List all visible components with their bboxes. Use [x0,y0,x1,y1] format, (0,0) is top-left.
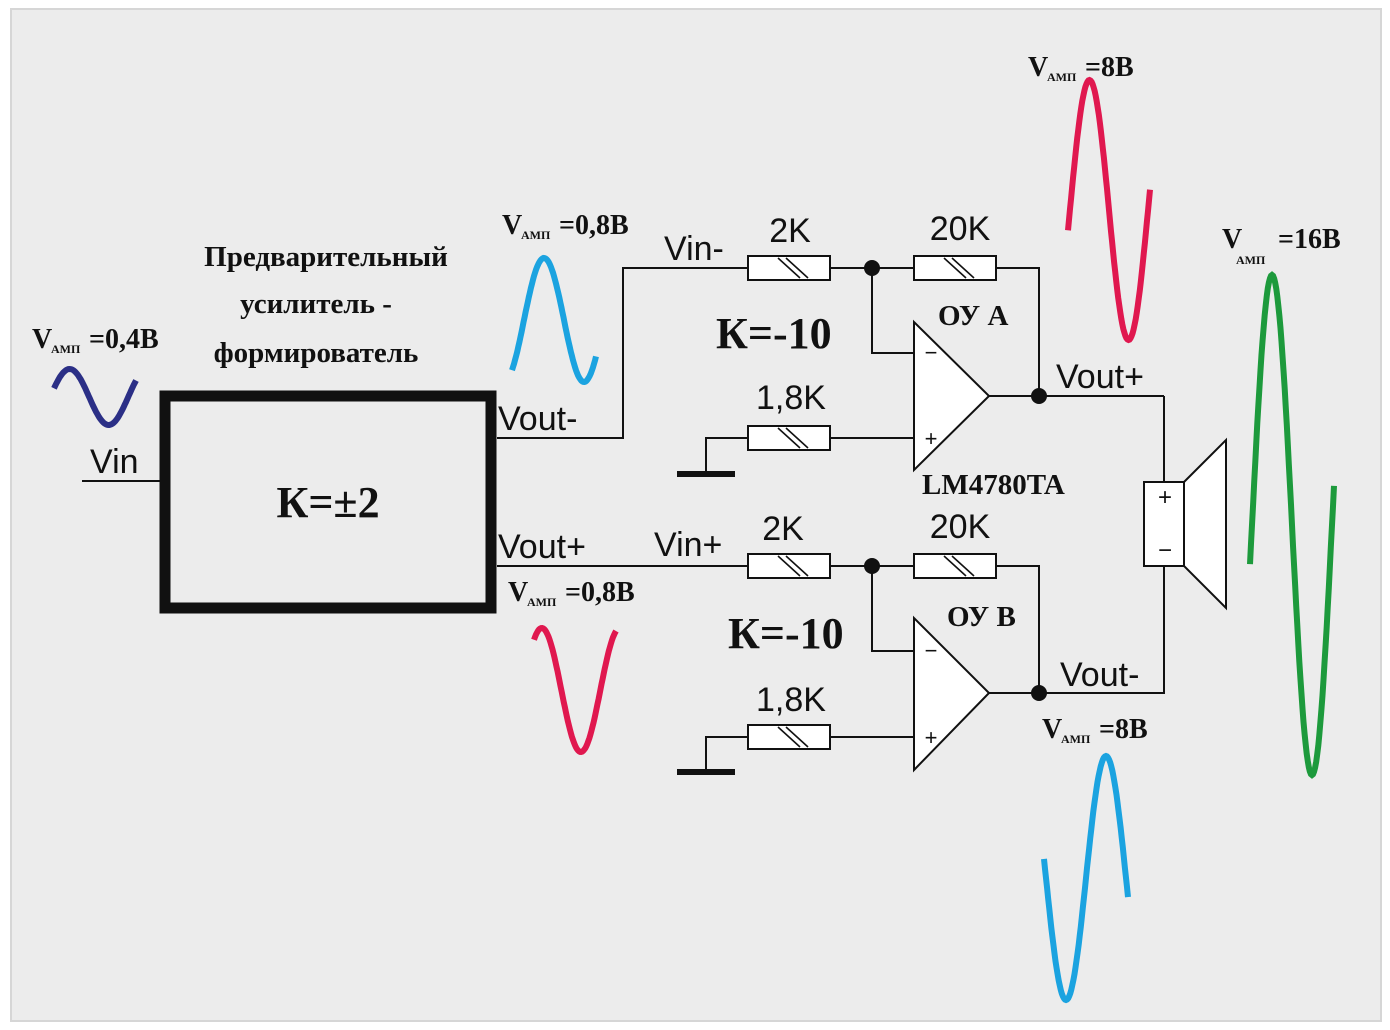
stage-b-r-in-label: 2K [762,510,804,548]
stage-a-feedback-wire [996,267,1040,396]
svg-text:АМП: АМП [1236,253,1266,267]
stage-b-inverting-wire [871,566,914,652]
stage-b-ground-resistor [747,724,831,750]
stage-a-feedback-resistor [913,255,997,281]
preamp-title-line3: формирователь [214,337,419,369]
stage-a-gain-label: К=-10 [716,309,832,358]
svg-text:АМП: АМП [527,595,557,609]
stage-b-feedback-wire [996,565,1040,693]
stage-b-output-wire [989,566,1165,694]
stage-a-opamp-triangle [913,319,991,473]
total-amplitude-label: V АМП =16В [1222,224,1341,267]
stage-a-inverting-wire [871,268,914,354]
stage-a-vout-label: Vout+ [1056,358,1144,396]
stage-b-vout-label: Vout- [1060,656,1139,694]
input-amplitude-label: V АМП =0,4В [32,324,159,356]
preamp-plus-amplitude-label: V АМП =0,8В [508,577,635,609]
preamp-vout-minus-waveform [509,254,599,386]
stage-b-opamp-label: ОУ В [947,601,1016,633]
svg-text:V: V [1222,224,1242,255]
speaker-plus-label: + [1158,484,1172,511]
stage-a-r-fb-label: 20K [930,210,991,248]
svg-text:=0,4В: =0,4В [89,324,159,355]
preamp-vout-minus-label: Vout- [498,400,577,438]
stage-b-feedback-resistor [913,553,997,579]
stage-a-opamp-label: ОУ А [938,300,1008,332]
stage-b-ground-wire [705,736,748,772]
stage-b-minus-sign: − [925,638,938,663]
stage-b-amplitude-label: V АМП =8В [1042,714,1148,746]
stage-a-ground-wire [705,437,748,474]
stage-b-r-ground-label: 1,8K [756,681,826,719]
stage-b-vin-label: Vin+ [654,526,722,564]
svg-text:V: V [508,577,528,608]
stage-b-opamp-triangle [913,615,991,773]
svg-text:АМП: АМП [1047,70,1077,84]
svg-text:=0,8В: =0,8В [565,577,635,608]
svg-text:АМП: АМП [521,228,551,242]
input-waveform [51,365,139,428]
svg-text:=8В: =8В [1085,52,1134,83]
stage-a-output-junction [1031,388,1047,404]
opamp-a-output-waveform [1065,76,1153,344]
preamp-block [159,390,497,614]
preamp-gain-label: К=±2 [276,478,379,527]
stage-a-plus-sign: + [925,426,938,451]
stage-a-r-in-label: 2K [769,212,811,250]
preamp-title-line2: усилитель - [240,288,392,320]
svg-text:V: V [32,324,52,355]
svg-text:=0,8В: =0,8В [559,210,629,241]
svg-text:=8В: =8В [1099,714,1148,745]
svg-text:V: V [502,210,522,241]
input-label: Vin [90,443,139,481]
stage-a-minus-sign: − [925,340,938,365]
speaker-coil [1143,481,1185,567]
svg-text:V: V [1042,714,1062,745]
stage-b-plus-sign: + [925,725,938,750]
svg-text:АМП: АМП [1061,732,1091,746]
stage-a-input-resistor [747,255,831,281]
preamp-vout-plus-label: Vout+ [498,528,586,566]
svg-text:V: V [1028,52,1048,83]
stage-a-ground-resistor [747,425,831,451]
svg-text:АМП: АМП [51,342,81,356]
opamp-b-output-waveform [1041,752,1131,1004]
preamp-vout-plus-waveform [531,624,619,756]
stage-b-input-resistor [747,553,831,579]
speaker-total-waveform [1247,271,1337,779]
speaker-minus-label: − [1158,537,1172,564]
speaker-cone [1183,437,1227,611]
stage-b-gain-label: К=-10 [728,609,844,658]
stage-a-vin-label: Vin- [664,230,724,268]
stage-b-output-junction [1031,685,1047,701]
stage-b-r-fb-label: 20K [930,508,991,546]
preamp-minus-amplitude-label: V АМП =0,8В [502,210,629,242]
vout-minus-wire [497,267,748,439]
svg-text:=16В: =16В [1278,224,1341,255]
stage-a-r-ground-label: 1,8K [756,379,826,417]
preamp-title-line1: Предварительный [204,241,448,273]
stage-a-amplitude-label: V АМП =8В [1028,52,1134,84]
chip-label: LM4780TA [922,469,1065,501]
